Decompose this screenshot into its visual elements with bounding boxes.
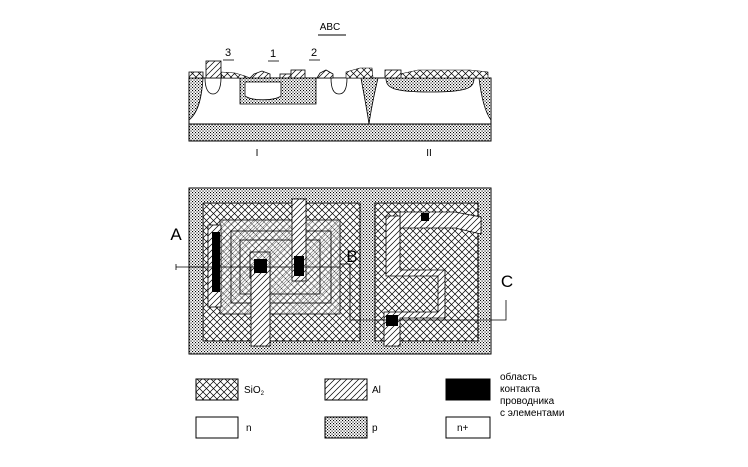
legend-swatch-contact: [445, 378, 491, 401]
metal-contact-1: [249, 70, 271, 79]
metal-contact-2c: [316, 69, 334, 79]
top-view: A B C: [170, 187, 513, 355]
contact-emitter: [254, 259, 267, 273]
substrate-p: [188, 123, 492, 142]
resistor-region: [385, 77, 475, 93]
legend-swatch-al: [324, 378, 368, 401]
region-label-ii: II: [426, 148, 432, 159]
metal-resistor-top: [386, 211, 482, 235]
isolation-right: [478, 77, 492, 122]
legend-swatch-p: [324, 416, 368, 439]
legend-swatch-sio2: [195, 378, 239, 401]
legend-label-contact: область контакта проводника с элементами: [500, 371, 565, 419]
oxide-strip-3: [399, 69, 489, 79]
collector-contact-right: [330, 77, 348, 95]
metal-contact-ii-left: [384, 69, 402, 79]
oxide-strip-2: [345, 67, 374, 79]
legend-swatch-n-plus: [445, 416, 491, 439]
isolation-center: [360, 77, 379, 125]
legend-label-n-plus: n+: [457, 423, 469, 434]
legend: SiO2 Al область контакта проводника с эл…: [195, 371, 565, 439]
contact-resistor-bottom: [386, 315, 398, 326]
oxide-strip: [220, 71, 251, 79]
section-point-c: C: [501, 272, 513, 291]
callout-3: 3: [225, 47, 231, 59]
contact-base: [294, 256, 304, 276]
contact-collector: [212, 232, 220, 292]
metal-emitter-strip: [250, 266, 271, 347]
legend-label-al: Al: [372, 385, 381, 396]
collector-contact-left: [204, 77, 222, 95]
section-line-abc: [175, 263, 507, 321]
cross-section: 3 1 2 I II: [188, 47, 492, 159]
callout-1: 1: [270, 48, 276, 60]
metal-contact-2a: [279, 73, 292, 79]
legend-label-p: p: [372, 423, 378, 434]
region-label-i: I: [256, 148, 259, 159]
section-title: ABC: [320, 22, 341, 33]
metal-contact-3: [205, 60, 222, 79]
section-point-b: B: [346, 247, 357, 266]
contact-resistor-top: [421, 213, 429, 221]
legend-label-n: n: [246, 423, 252, 434]
legend-label-sio2: SiO2: [244, 385, 265, 397]
callout-2: 2: [311, 47, 317, 59]
section-point-a: A: [170, 225, 182, 244]
legend-swatch-n: [195, 416, 239, 439]
oxide-surface: [188, 71, 204, 79]
metal-resistor-body: [383, 215, 446, 347]
emitter-region: [244, 81, 282, 101]
metal-contact-2b: [290, 69, 306, 79]
